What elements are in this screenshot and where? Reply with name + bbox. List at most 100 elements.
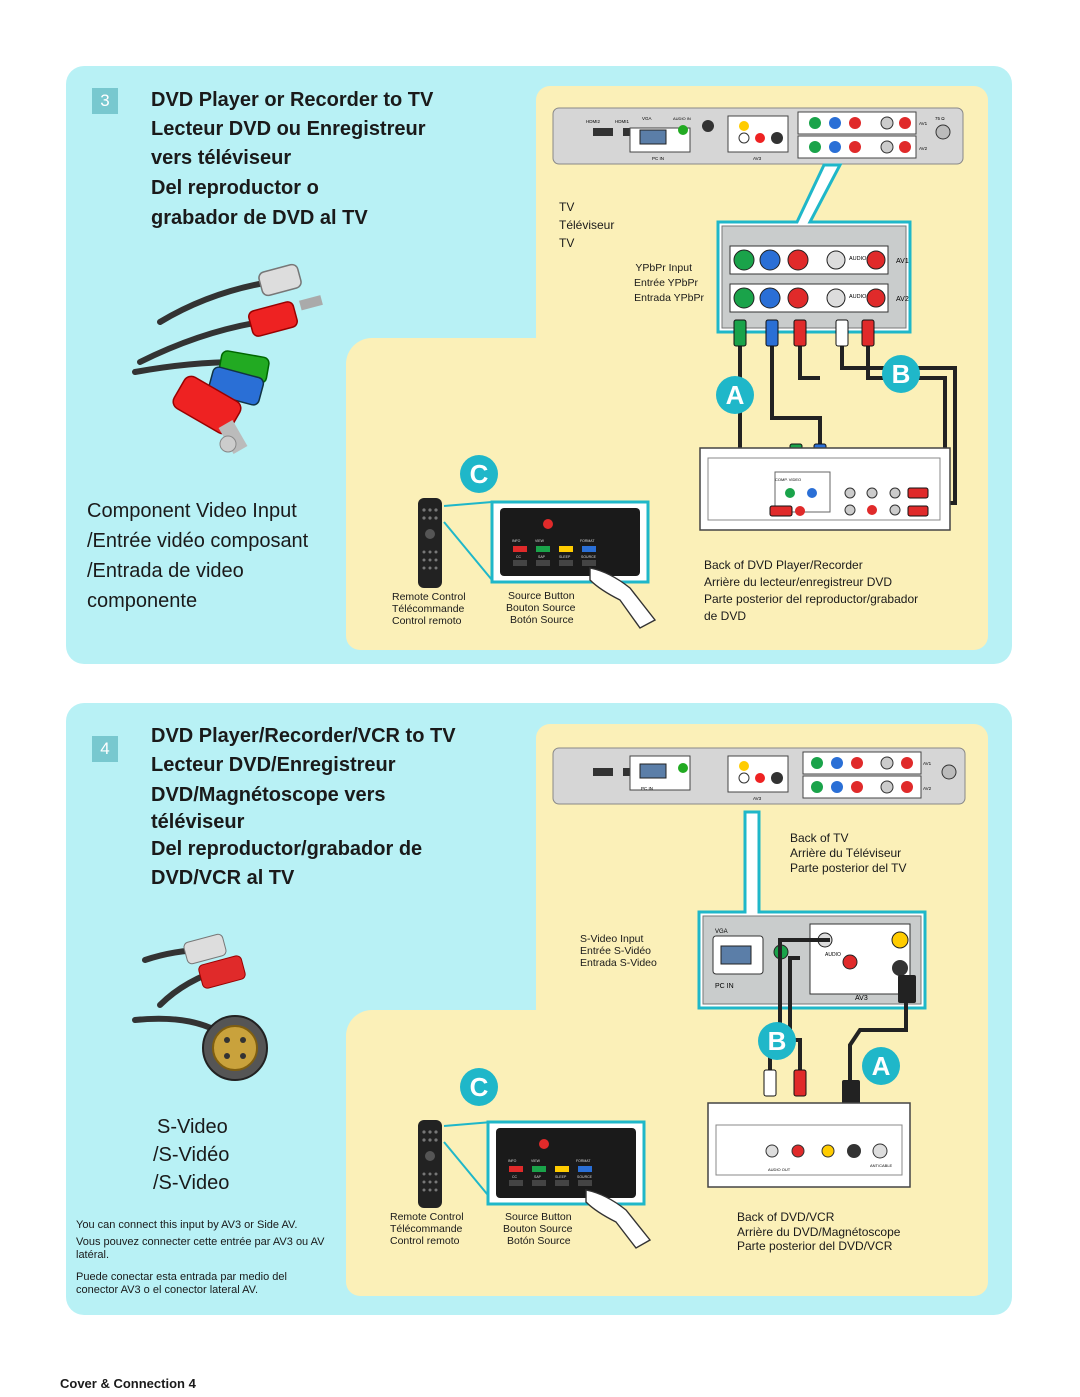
step4-cable-label-3: /S-Video <box>153 1172 230 1194</box>
tv-label-1: TV <box>559 200 575 214</box>
remote-sleep-label-4: SLEEP <box>555 1175 567 1179</box>
tv-zoom-callout: AUDIO AUDIO AV1 AV2 <box>716 163 912 334</box>
step4-remote-label-1: Remote Control <box>390 1211 464 1223</box>
tv-back-label-2: Arrière du Téléviseur <box>790 846 902 860</box>
remote-sap-label: SAP <box>538 555 546 559</box>
step4-title-5: Del reproductor/grabador de <box>151 838 423 860</box>
step4-cable-label-2: /S-Vidéo <box>153 1144 230 1166</box>
svideo-cable-illustration <box>132 933 268 1081</box>
step3-number: 3 <box>92 88 118 114</box>
tv-back-label-3: Parte posterior del TV <box>790 861 907 875</box>
step3-source-label-1: Source Button <box>508 590 575 602</box>
step4-source-label-2: Bouton Source <box>503 1223 573 1235</box>
dvdvcr-back-label-3: Parte posterior del DVD/VCR <box>737 1239 893 1253</box>
hdmi1-label: HDMI1 <box>615 119 629 124</box>
step4-cable-label-1: S-Video <box>157 1116 228 1138</box>
pc-in-zoom-label: PC IN <box>715 983 734 990</box>
audio-in-label: AUDIO IN <box>673 116 691 121</box>
av2-label: AV2 <box>919 146 928 151</box>
step3-remote-label-2: Télécommande <box>392 603 465 615</box>
av1-label-4: AV1 <box>923 761 932 766</box>
audio-zoom-label: AUDIO <box>825 952 841 958</box>
tv-label-3: TV <box>559 236 575 250</box>
note-english: You can connect this input by AV3 or Sid… <box>76 1219 298 1231</box>
ypbpr-label-3: Entrada YPbPr <box>634 292 704 304</box>
av3-label: AV3 <box>753 156 762 161</box>
remote-format-label-4: FORMAT <box>576 1159 591 1163</box>
svideo-input-label-2: Entrée S-Vidéo <box>580 945 652 957</box>
dvd-back-label-4: de DVD <box>704 609 747 623</box>
step3-source-label-2: Bouton Source <box>506 602 576 614</box>
step3-title-2: Lecteur DVD ou Enregistreur <box>151 118 426 140</box>
step3-badge-b: B <box>882 355 920 393</box>
remote-sap-label-4: SAP <box>534 1175 542 1179</box>
step3-cable-label-1: Component Video Input <box>87 500 297 522</box>
dvd-player-back: COMP. VIDEO <box>699 447 951 531</box>
step4-source-label-1: Source Button <box>505 1211 572 1223</box>
step3-cable-label-2: /Entrée vidéo composant <box>87 530 309 552</box>
step3-title-5: grabador de DVD al TV <box>151 207 368 229</box>
step4-remote-label-3: Control remoto <box>390 1235 460 1247</box>
dvdvcr-back: AUDIO OUT ANT/CABLE <box>707 1102 911 1188</box>
remote-sleep-label: SLEEP <box>559 555 571 559</box>
step3-cable-label-3: /Entrada de video <box>87 560 244 582</box>
step3-diagram-area-lower <box>346 338 596 650</box>
av3-zoom-label: AV3 <box>855 995 868 1002</box>
dvd-back-label-3: Parte posterior del reproductor/grabador <box>704 592 919 606</box>
remote-cc-label-4: CC <box>512 1175 518 1179</box>
remote-info-label-4: INFO <box>508 1159 517 1163</box>
step3-remote-control <box>418 498 442 588</box>
vga-label: VGA <box>642 116 652 121</box>
dvd-back-label-1: Back of DVD Player/Recorder <box>704 558 863 572</box>
step3-source-label-3: Botón Source <box>510 614 574 626</box>
step4-title-1: DVD Player/Recorder/VCR to TV <box>151 725 456 747</box>
note-spanish: Puede conectar esta entrada par medio de… <box>76 1271 287 1296</box>
remote-cc-label: CC <box>516 555 522 559</box>
vga-zoom-label: VGA <box>715 929 728 935</box>
dvdvcr-back-label-2: Arrière du DVD/Magnétoscope <box>737 1225 901 1239</box>
step4-title-4: téléviseur <box>151 811 245 833</box>
av1-label: AV1 <box>919 121 928 126</box>
remote-info-label: INFO <box>512 539 521 543</box>
step3-title-1: DVD Player or Recorder to TV <box>151 89 434 111</box>
ypbpr-label-2: Entrée YPbPr <box>633 277 698 289</box>
step4-number: 4 <box>92 736 118 762</box>
pc-in-label: PC IN <box>652 156 664 161</box>
comp-video-label: COMP. VIDEO <box>775 477 801 482</box>
ypbpr-label-1: YPbPr Input <box>635 262 692 274</box>
svideo-input-label-1: S-Video Input <box>580 933 644 945</box>
pc-in-label-4: PC IN <box>641 786 653 791</box>
step4-badge-c: C <box>460 1068 498 1106</box>
step4-title-3: DVD/Magnétoscope vers <box>151 784 386 806</box>
av2-zoom-label: AV2 <box>896 296 909 303</box>
step4-badge-a: A <box>862 1047 900 1085</box>
tv-zoom-callout-4: VGA PC IN AV3 AUDIO <box>697 810 927 1010</box>
av3-label-4: AV3 <box>753 796 762 801</box>
step4-title-6: DVD/VCR al TV <box>151 867 295 889</box>
ohm-label: 75 Ω <box>935 116 945 121</box>
tv-back-panel-strip: HDMI2 HDMI1 VGA AUDIO IN PC IN AV3 AV1 A… <box>552 107 964 165</box>
remote-view-label-4: VIEW <box>531 1159 541 1163</box>
remote-source-label: SOURCE <box>581 555 597 559</box>
page-footer: Cover & Connection 4 <box>60 1376 196 1391</box>
svideo-input-label-3: Entrada S-Video <box>580 957 657 969</box>
dvd-back-label-2: Arrière du lecteur/enregistreur DVD <box>704 575 893 589</box>
step4-remote-label-2: Télécommande <box>390 1223 463 1235</box>
ant-cable-label: ANT/CABLE <box>870 1163 893 1168</box>
tv-back-label-1: Back of TV <box>790 831 849 845</box>
tv-label-2: Téléviseur <box>559 218 615 232</box>
remote-source-label-4: SOURCE <box>577 1175 593 1179</box>
tv-back-panel-strip-4: PC IN AV3 AV1 AV2 <box>552 747 966 805</box>
step4-badge-b: B <box>758 1022 796 1060</box>
dvdvcr-back-label-1: Back of DVD/VCR <box>737 1210 835 1224</box>
step3-remote-label-3: Control remoto <box>392 615 462 627</box>
hdmi2-label: HDMI2 <box>586 119 600 124</box>
step3-title-3: vers téléviseur <box>151 147 292 169</box>
av1-zoom-label: AV1 <box>896 258 909 265</box>
note-french: Vous pouvez connecter cette entrée par A… <box>76 1236 325 1261</box>
step4-remote-zoom: INFO VIEW FORMAT CC SAP SLEEP SOURCE <box>443 1120 652 1249</box>
remote-view-label: VIEW <box>535 539 545 543</box>
step3-cable-label-4: componente <box>87 590 198 612</box>
step3-title-4: Del reproductor o <box>151 177 319 199</box>
audio-label: AUDIO <box>849 256 867 262</box>
